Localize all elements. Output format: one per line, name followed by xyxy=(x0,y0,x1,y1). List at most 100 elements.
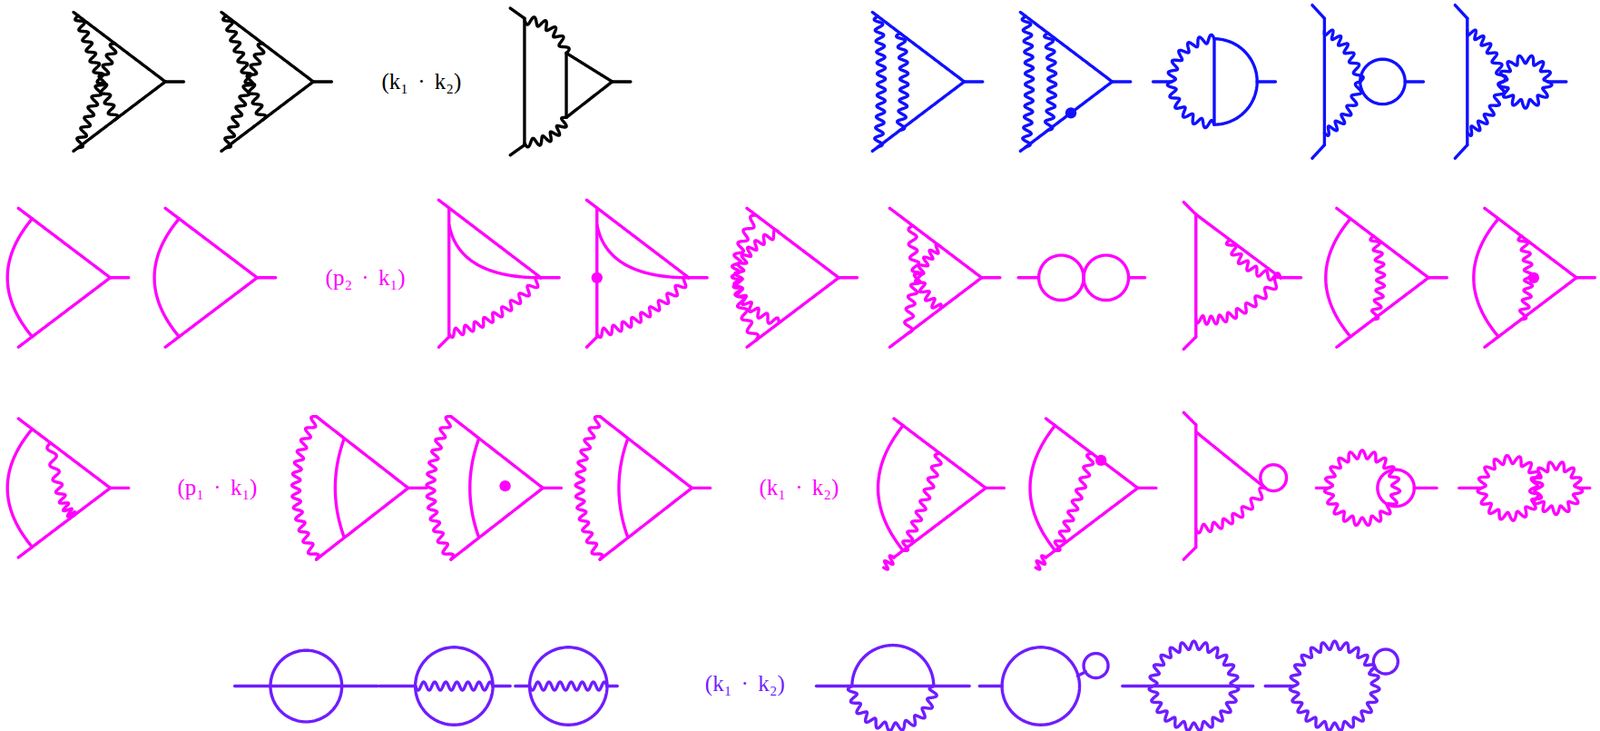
photon-line xyxy=(1530,461,1583,515)
fermion-line xyxy=(270,649,343,722)
photon-line xyxy=(908,225,942,309)
photon-line xyxy=(1467,81,1505,136)
photon-line xyxy=(1324,29,1364,82)
fermion-line xyxy=(313,79,332,83)
photon-line xyxy=(1499,56,1552,109)
photon-line xyxy=(415,681,493,690)
feynman-graph xyxy=(872,11,982,151)
fermion-line xyxy=(1312,145,1325,159)
feynman-graph xyxy=(7,207,129,347)
fermion-line xyxy=(1112,79,1131,83)
momentum-factor: (p₁ · k₁) xyxy=(175,473,261,501)
feynman-graph xyxy=(1122,640,1254,730)
feynman-graph xyxy=(1183,202,1301,350)
photon-line xyxy=(1044,32,1057,130)
fermion-line xyxy=(599,487,692,560)
fermion-line xyxy=(1128,275,1146,279)
feynman-graph xyxy=(979,647,1109,725)
fermion-line xyxy=(1214,39,1257,125)
fermion-line xyxy=(515,684,531,688)
fermion-line xyxy=(1373,648,1398,674)
fermion-line xyxy=(510,145,525,156)
fermion-line xyxy=(451,416,543,489)
fermion-line xyxy=(1454,145,1467,159)
fermion-line xyxy=(878,425,904,551)
photon-line xyxy=(1370,235,1385,320)
fermion-line xyxy=(1360,58,1405,104)
photon-line xyxy=(1325,450,1401,526)
photon-line xyxy=(1035,555,1046,570)
fermion-line xyxy=(1578,486,1590,490)
photon-line xyxy=(575,416,602,560)
feynman-graph xyxy=(731,207,857,347)
fermion-line xyxy=(597,224,689,277)
photon-line xyxy=(426,416,453,560)
fermion-line xyxy=(1018,275,1039,279)
feynman-graph xyxy=(1153,34,1277,128)
photon-line xyxy=(1148,640,1239,730)
photon-line xyxy=(1196,276,1281,324)
fermion-line xyxy=(492,684,511,688)
fermion-line xyxy=(838,275,857,279)
feynman-graph xyxy=(221,11,332,151)
feynman-graph xyxy=(587,199,708,347)
feynman-graph xyxy=(235,649,378,722)
fermion-line xyxy=(1473,218,1499,337)
fermion-line xyxy=(1377,469,1414,506)
fermion-line xyxy=(691,486,710,490)
fermion-line xyxy=(510,8,525,19)
fermion-line xyxy=(1083,255,1129,300)
fermion-line xyxy=(1548,79,1567,83)
feynman-graph xyxy=(7,418,129,558)
fermion-line xyxy=(1325,218,1351,337)
fermion-line xyxy=(607,684,618,688)
fermion-line xyxy=(1312,5,1325,20)
fermion-line xyxy=(1001,647,1080,725)
feynman-graph xyxy=(515,647,618,725)
fermion-line xyxy=(981,275,1001,279)
photon-line xyxy=(847,686,937,731)
fermion-line xyxy=(1465,18,1469,145)
fermion-line xyxy=(979,684,1002,688)
photon-line xyxy=(1226,239,1282,280)
fermion-line xyxy=(1153,684,1236,688)
fermion-line xyxy=(746,277,839,347)
fermion-line xyxy=(7,428,32,547)
feynman-graph xyxy=(292,416,427,560)
fermion-line xyxy=(7,218,32,337)
photon-line xyxy=(873,16,885,148)
fermion-line xyxy=(1030,425,1056,551)
fermion-line xyxy=(1212,39,1216,125)
fermion-line xyxy=(438,336,449,347)
photon-line xyxy=(597,276,689,338)
photon-line xyxy=(47,442,76,517)
fermion-line xyxy=(154,218,179,337)
feynman-graph xyxy=(1183,412,1286,560)
photon-line xyxy=(1196,487,1266,533)
feynman-graph xyxy=(1454,5,1567,159)
feynman-graph xyxy=(1018,255,1145,300)
photon-line xyxy=(449,276,541,338)
feynman-graph xyxy=(426,416,561,560)
momentum-factor: (k₁ · k₂) xyxy=(702,669,788,697)
photon-line xyxy=(225,43,265,148)
fermion-line xyxy=(566,52,613,81)
feynman-graph xyxy=(889,207,1000,347)
fermion-line xyxy=(964,79,983,83)
fermion-line xyxy=(612,79,631,83)
fermion-line xyxy=(1083,653,1109,678)
fermion-line xyxy=(889,277,982,347)
feynman-graph xyxy=(1315,450,1437,526)
momentum-factor: (k₁ · k₂) xyxy=(378,68,464,96)
fermion-line xyxy=(1256,79,1276,83)
photon-line xyxy=(524,117,567,148)
feynman-graph xyxy=(1020,11,1130,151)
fermion-line xyxy=(540,275,560,279)
feynman-graph xyxy=(1265,640,1398,730)
photon-line xyxy=(1167,34,1215,128)
feynman-graph xyxy=(438,199,560,347)
fermion-line xyxy=(109,486,128,490)
feynman-graph xyxy=(1312,5,1424,159)
